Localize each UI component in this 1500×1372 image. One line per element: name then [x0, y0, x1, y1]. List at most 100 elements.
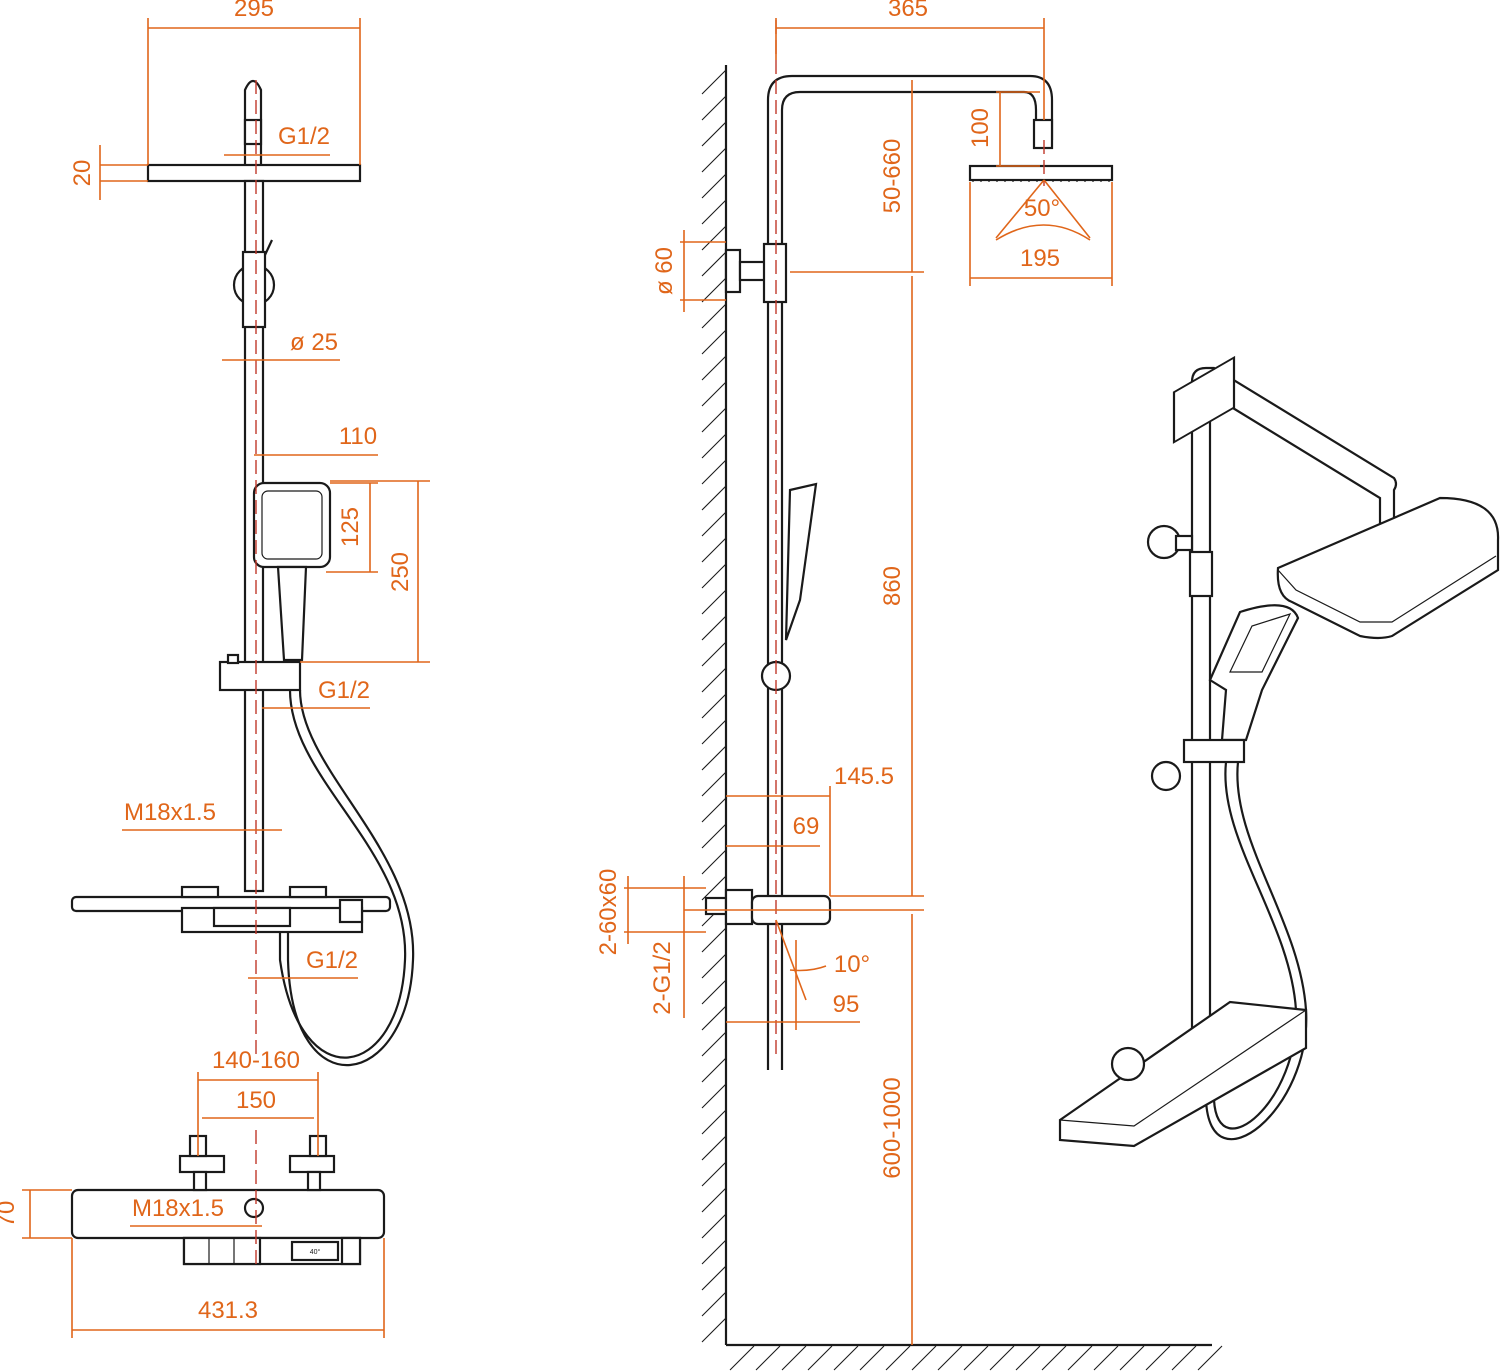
- wall-hatch-line: [701, 511, 727, 537]
- wall-hatch-line: [701, 693, 727, 719]
- wall-hatch-line: [701, 719, 727, 745]
- wall-hatch-line: [701, 953, 727, 979]
- dim-spray-angle: 50°: [1024, 195, 1060, 222]
- wall-hatch-line: [701, 823, 727, 849]
- hand-shower: [252, 481, 332, 662]
- wall-hatch-line: [701, 121, 727, 147]
- dim-adjust-range: 50-660: [879, 139, 906, 214]
- floor-hatch-line: [937, 1345, 963, 1371]
- floor-hatch-line: [1093, 1345, 1119, 1371]
- wall-hatch-line: [701, 1239, 727, 1265]
- wall-hatch-line: [701, 407, 727, 433]
- wall-hatch-line: [701, 1213, 727, 1239]
- dim-mixer-outlet-thread: G1/2: [306, 947, 358, 974]
- wall-hatch-line: [701, 797, 727, 823]
- floor-hatch-line: [911, 1345, 937, 1371]
- wall-hatch-line: [701, 355, 727, 381]
- dim-inlet-thread: 2-G1/2: [649, 941, 676, 1014]
- floor-hatch-line: [755, 1345, 781, 1371]
- floor-hatch-line: [1145, 1345, 1171, 1371]
- isometric-view: [1058, 355, 1500, 1148]
- dim-mixer-width: 431.3: [198, 1297, 258, 1324]
- wall-hatch-line: [701, 95, 727, 121]
- floor-hatch-line: [1041, 1345, 1067, 1371]
- floor-hatch-line: [1015, 1345, 1041, 1371]
- dim-arm-projection: 365: [888, 0, 928, 22]
- wall-hatch-line: [701, 69, 727, 95]
- wall-hatch-line: [701, 1057, 727, 1083]
- wall-hatch-line: [701, 1161, 727, 1187]
- wall-hatch-line: [701, 303, 727, 329]
- display-temperature: 40°: [310, 1248, 321, 1256]
- wall-hatch-line: [701, 485, 727, 511]
- dim-pipe-diameter: ø 25: [290, 329, 338, 356]
- wall-hatch-line: [701, 277, 727, 303]
- wall-hatch-line: [701, 1005, 727, 1031]
- dim-holder-thread: G1/2: [318, 677, 370, 704]
- floor-hatch-line: [859, 1345, 885, 1371]
- wall-hatch-line: [701, 615, 727, 641]
- dim-handshower-height: 250: [387, 552, 414, 592]
- floor-hatch-line: [781, 1345, 807, 1371]
- wall-hatch-line: [701, 1135, 727, 1161]
- front-view: [70, 79, 415, 1067]
- iso-mixer-shelf: [1058, 1000, 1308, 1148]
- wall-hatch-line: [701, 745, 727, 771]
- wall-hatch-line: [701, 641, 727, 667]
- side-riser-arm: [766, 74, 1054, 1070]
- dim-mixer-height: 70: [0, 1201, 20, 1228]
- dim-inlet-flange: 2-60x60: [595, 869, 622, 956]
- wall-hatch-line: [701, 667, 727, 693]
- wall-hatch-line: [701, 979, 727, 1005]
- wall-hatch-line: [701, 771, 727, 797]
- dim-head-thread: G1/2: [278, 123, 330, 150]
- dim-head-thickness: 20: [69, 160, 96, 187]
- iso-rain-head: [1276, 496, 1500, 640]
- wall-hatch-line: [701, 1187, 727, 1213]
- dim-connector-thread: M18x1.5: [124, 799, 216, 826]
- dim-head-width: 295: [234, 0, 274, 22]
- dim-rail-offset: 69: [793, 813, 820, 840]
- floor-hatch-line: [807, 1345, 833, 1371]
- wall-hatch-line: [701, 173, 727, 199]
- wall-hatch-line: [701, 875, 727, 901]
- dim-spout-offset: 95: [833, 991, 860, 1018]
- wall-hatch-line: [701, 589, 727, 615]
- dim-head-drop: 100: [967, 108, 994, 148]
- wall-hatch-line: [701, 199, 727, 225]
- mixer-top-view: 40°: [70, 1130, 386, 1268]
- wall-hatch-line: [701, 1317, 727, 1343]
- dim-bracket-diameter: ø 60: [651, 247, 678, 295]
- mixer-shelf-front: [70, 885, 392, 934]
- floor-hatch-line: [885, 1345, 911, 1371]
- floor-hatch-line: [963, 1345, 989, 1371]
- wall-hatch-line: [701, 849, 727, 875]
- dim-rail-height: 860: [879, 566, 906, 606]
- wall-hatch-line: [701, 225, 727, 251]
- wall-hatch-line: [701, 563, 727, 589]
- side-view-dimensions: 365 100 50° 195 50-660 ø 60 860 145.5 69…: [595, 0, 1113, 1345]
- slider-holder: [218, 660, 302, 692]
- floor-hatch-line: [1197, 1345, 1223, 1371]
- dim-mixer-thread: M18x1.5: [132, 1195, 224, 1222]
- wall-hatch-line: [701, 1265, 727, 1291]
- floor-hatch-line: [1119, 1345, 1145, 1371]
- dim-install-height: 600-1000: [879, 1077, 906, 1178]
- side-view: [701, 20, 1223, 1371]
- shower-hose: [278, 689, 407, 1059]
- mixer-view-dimensions: 140-160 150 70 M18x1.5 431.3: [0, 1047, 385, 1338]
- dim-mixer-depth: 145.5: [834, 763, 894, 790]
- wall-hatch-line: [701, 537, 727, 563]
- dim-handshower-head-height: 125: [337, 507, 364, 547]
- dim-handshower-width: 110: [339, 423, 377, 450]
- wall-hatching: [701, 69, 727, 1343]
- floor-hatch-line: [833, 1345, 859, 1371]
- floor-hatch-line: [729, 1345, 755, 1371]
- wall-hatch-line: [701, 927, 727, 953]
- floor-hatch-line: [989, 1345, 1015, 1371]
- dim-head-depth: 195: [1020, 245, 1060, 272]
- dim-inlet-spacing: 150: [236, 1087, 276, 1114]
- wall-hatch-line: [701, 329, 727, 355]
- front-view-dimensions: 295 20 G1/2 ø 25 110 125 250 G1/2 M18x1.…: [69, 0, 430, 979]
